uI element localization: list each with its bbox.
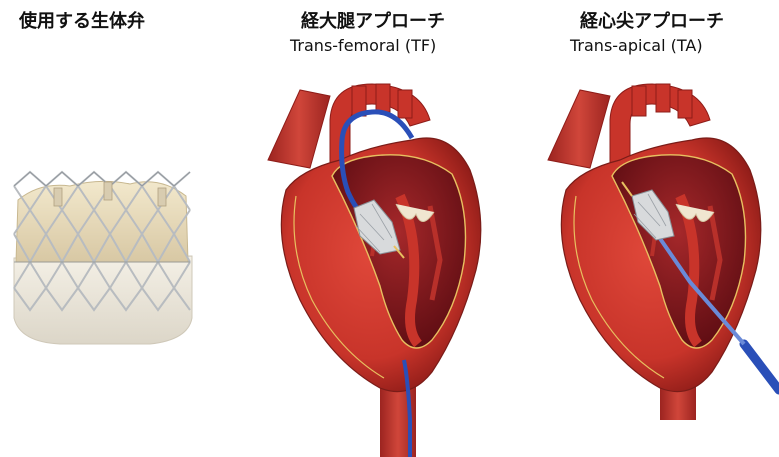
heart-transfemoral	[268, 84, 481, 457]
heart-transapical	[548, 84, 779, 420]
bioprosthetic-valve	[14, 172, 192, 344]
